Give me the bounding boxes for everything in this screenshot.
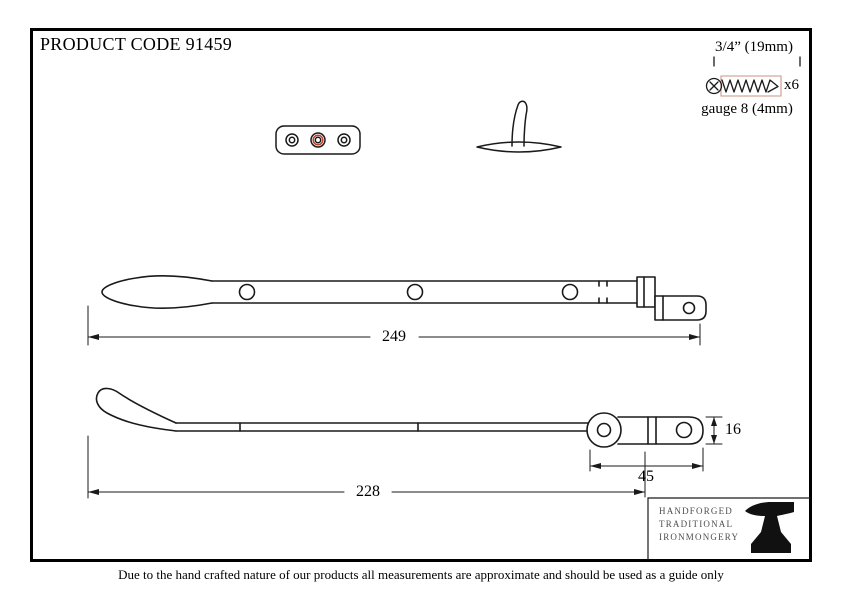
- stay-screw-hole-1: [238, 283, 256, 301]
- disclaimer-text: Due to the hand crafted nature of our pr…: [118, 567, 724, 582]
- brand-text: HANDFORGED TRADITIONAL IRONMONGERY: [659, 505, 739, 544]
- screw-drawing: [705, 56, 801, 97]
- stay-pivot-knuckle: [586, 412, 622, 448]
- screw-thread-highlight-box: [720, 75, 782, 97]
- keep-plate-center-hole-accent: [312, 134, 324, 146]
- dimension-label-arm-length: 228: [356, 483, 380, 500]
- dimension-label-bracket-length: 45: [638, 468, 654, 485]
- stay-bracket-hole-top-view: [682, 301, 696, 315]
- arrowhead: [88, 334, 99, 340]
- arrowhead: [634, 489, 645, 495]
- product-code: PRODUCT CODE 91459: [40, 34, 233, 54]
- stay-bracket-hole-side-view: [675, 421, 693, 439]
- dimension-16: [705, 416, 723, 445]
- arrowhead: [689, 334, 700, 340]
- stay-top-view-drawing: [101, 275, 707, 321]
- stay-pivot-pin-hole: [596, 422, 612, 438]
- stay-screw-hole-3: [561, 283, 579, 301]
- stay-handle-top-view: [101, 275, 213, 309]
- stay-hinge-knuckle-top-view: [636, 276, 656, 308]
- brand-line-2: TRADITIONAL: [659, 519, 734, 529]
- drawing-border: [30, 28, 812, 562]
- dimension-45: [589, 447, 704, 472]
- stay-bracket-plate-top-view: [654, 295, 707, 321]
- arrowhead: [692, 463, 703, 469]
- dimension-228: [87, 435, 646, 499]
- arrowhead: [711, 417, 717, 426]
- arrowhead: [711, 435, 717, 444]
- stay-screw-hole-2: [406, 283, 424, 301]
- arrowhead: [590, 463, 601, 469]
- screw-thread: [721, 79, 779, 93]
- brand-line-1: HANDFORGED: [659, 506, 734, 516]
- keep-plate-hole-center: [310, 132, 326, 148]
- screw-length-label: 3/4” (19mm): [715, 39, 793, 55]
- keep-plate-body: [275, 125, 361, 155]
- screw-gauge-label: gauge 8 (4mm): [701, 101, 793, 117]
- dimension-label-bracket-height: 16: [725, 421, 741, 438]
- screw-quantity-label: x6: [784, 77, 799, 93]
- screw-head-icon: [705, 77, 723, 95]
- pin-base: [476, 141, 562, 153]
- pin-shaft: [511, 100, 528, 147]
- pivot-pin-drawing: [476, 100, 562, 153]
- stay-bracket-plate-side-view: [617, 416, 704, 445]
- screw-head-slot: [709, 81, 719, 91]
- anvil-logo-icon: [745, 502, 794, 553]
- arrowhead: [88, 489, 99, 495]
- dimension-label-overall-length: 249: [382, 328, 406, 345]
- stay-side-view-drawing: [95, 387, 704, 448]
- keep-plate-drawing: [275, 125, 361, 155]
- keep-plate-hole-left: [285, 133, 299, 147]
- keep-plate-hole-right: [337, 133, 351, 147]
- brand-line-3: IRONMONGERY: [659, 532, 740, 542]
- branding-box: [647, 497, 811, 561]
- dimension-249: [87, 305, 701, 346]
- stay-handle-side-view: [95, 387, 177, 432]
